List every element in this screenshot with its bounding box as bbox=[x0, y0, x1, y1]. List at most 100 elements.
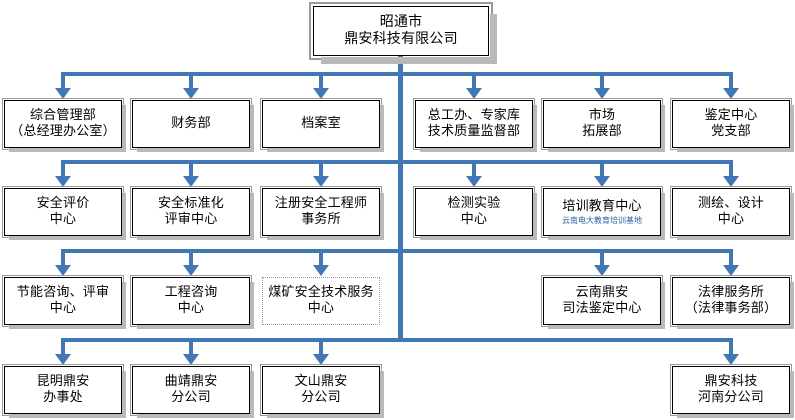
org-node-shadow bbox=[267, 236, 384, 240]
org-node-line: 综合管理部 bbox=[29, 108, 96, 124]
org-node-line: 技术质量监督部 bbox=[427, 124, 521, 139]
org-node-line: 办事处 bbox=[43, 390, 83, 405]
org-node[interactable]: 文山鼎安分公司 bbox=[260, 364, 384, 418]
org-node-shadow bbox=[9, 236, 126, 240]
branch-arrow bbox=[55, 354, 71, 365]
org-node-line: 云南鼎安 bbox=[575, 285, 629, 301]
org-node-line: 中心 bbox=[177, 301, 205, 316]
org-node[interactable]: 总工办、专家库技术质量监督部 bbox=[413, 98, 537, 152]
branch-drop bbox=[61, 72, 65, 90]
branch-drop bbox=[319, 249, 323, 267]
branch-drop bbox=[319, 338, 323, 356]
org-node[interactable]: 培训教育中心云南电大教育培训基地 bbox=[541, 186, 665, 240]
org-node-line: （总经理办公室） bbox=[10, 124, 116, 139]
org-node[interactable]: 工程咨询中心 bbox=[130, 275, 254, 329]
org-node-shadow bbox=[9, 148, 126, 152]
org-node-shadow bbox=[137, 236, 254, 240]
branch-arrow bbox=[55, 176, 71, 187]
org-node-line: （法律事务部） bbox=[684, 301, 778, 316]
org-node[interactable]: 煤矿安全技术服务中心 bbox=[262, 277, 380, 325]
branch-drop bbox=[61, 249, 65, 267]
org-node-shadow bbox=[661, 282, 665, 329]
org-node[interactable]: 曲靖鼎安分公司 bbox=[130, 364, 254, 418]
org-node[interactable]: 财务部 bbox=[130, 98, 254, 152]
org-node-line: 培训教育中心 bbox=[562, 198, 642, 214]
branch-arrow bbox=[55, 88, 71, 99]
org-node-line: 事务所 bbox=[301, 212, 341, 227]
org-node[interactable]: 鼎安科技河南分公司 bbox=[670, 364, 794, 418]
org-node-line: 评审中心 bbox=[164, 212, 218, 227]
org-node-shadow bbox=[250, 105, 254, 152]
org-node-line: 曲靖鼎安 bbox=[164, 374, 218, 390]
branch-arrow bbox=[594, 88, 610, 99]
org-node[interactable]: 昆明鼎安办事处 bbox=[2, 364, 126, 418]
branch-arrow bbox=[723, 176, 739, 187]
row-bus bbox=[63, 160, 731, 164]
org-node[interactable]: 安全标准化评审中心 bbox=[130, 186, 254, 240]
org-node-shadow bbox=[533, 105, 537, 152]
org-node-shadow bbox=[250, 371, 254, 418]
org-node[interactable]: 节能咨询、评审中心 bbox=[2, 275, 126, 329]
branch-drop bbox=[729, 249, 733, 267]
org-node-shadow bbox=[790, 371, 794, 418]
org-node-shadow bbox=[790, 282, 794, 329]
org-node[interactable]: 鉴定中心党支部 bbox=[670, 98, 794, 152]
org-node-line: 档案室 bbox=[301, 116, 341, 132]
org-node-line: 中心 bbox=[460, 212, 488, 227]
org-node-line: 安全评价 bbox=[36, 196, 90, 212]
branch-arrow bbox=[466, 176, 482, 187]
org-node-shadow bbox=[548, 148, 665, 152]
org-node-line: 鉴定中心 bbox=[704, 108, 758, 124]
branch-drop bbox=[319, 160, 323, 178]
org-node-line: 中心 bbox=[307, 301, 335, 316]
branch-drop bbox=[189, 338, 193, 356]
org-node[interactable]: 测绘、设计中心 bbox=[670, 186, 794, 240]
org-node-line: 党支部 bbox=[711, 124, 751, 139]
branch-drop bbox=[319, 72, 323, 90]
branch-arrow bbox=[313, 88, 329, 99]
org-node[interactable]: 市场拓展部 bbox=[541, 98, 665, 152]
org-node[interactable]: 法律服务所（法律事务部） bbox=[670, 275, 794, 329]
org-node-line: 总工办、专家库 bbox=[427, 108, 521, 124]
org-node[interactable]: 检测实验中心 bbox=[413, 186, 537, 240]
org-node[interactable]: 云南鼎安司法鉴定中心 bbox=[541, 275, 665, 329]
branch-arrow bbox=[594, 176, 610, 187]
org-node-subtitle: 云南电大教育培训基地 bbox=[562, 215, 642, 225]
org-node-line: 中心 bbox=[717, 212, 745, 227]
org-node[interactable]: 综合管理部（总经理办公室） bbox=[2, 98, 126, 152]
branch-arrow bbox=[313, 176, 329, 187]
branch-arrow bbox=[313, 265, 329, 276]
org-node-shadow bbox=[380, 105, 384, 152]
branch-drop bbox=[189, 249, 193, 267]
branch-drop bbox=[61, 338, 65, 356]
root-node-shadow bbox=[321, 57, 497, 64]
branch-arrow bbox=[183, 265, 199, 276]
branch-arrow bbox=[183, 88, 199, 99]
org-node[interactable]: 安全评价中心 bbox=[2, 186, 126, 240]
org-node-line: 财务部 bbox=[171, 116, 211, 132]
branch-drop bbox=[729, 338, 733, 356]
org-node-shadow bbox=[548, 236, 665, 240]
org-node-shadow bbox=[250, 193, 254, 240]
row-bus bbox=[63, 72, 731, 76]
branch-arrow bbox=[594, 265, 610, 276]
branch-drop bbox=[189, 160, 193, 178]
org-node[interactable]: 注册安全工程师事务所 bbox=[260, 186, 384, 240]
org-node-shadow bbox=[533, 193, 537, 240]
branch-drop bbox=[729, 72, 733, 90]
org-node-shadow bbox=[9, 325, 126, 329]
root-node[interactable]: 昭通市鼎安科技有限公司 bbox=[309, 2, 497, 64]
org-node-line: 文山鼎安 bbox=[294, 374, 348, 390]
branch-drop bbox=[600, 72, 604, 90]
org-node-shadow bbox=[420, 236, 537, 240]
org-node-line: 鼎安科技 bbox=[704, 374, 758, 390]
org-node-shadow bbox=[380, 371, 384, 418]
org-node[interactable]: 档案室 bbox=[260, 98, 384, 152]
org-node-line: 安全标准化 bbox=[157, 196, 224, 212]
org-node-shadow bbox=[137, 414, 254, 418]
org-node-shadow bbox=[122, 105, 126, 152]
org-node-shadow bbox=[420, 148, 537, 152]
branch-arrow bbox=[183, 176, 199, 187]
row-bus bbox=[63, 249, 731, 253]
